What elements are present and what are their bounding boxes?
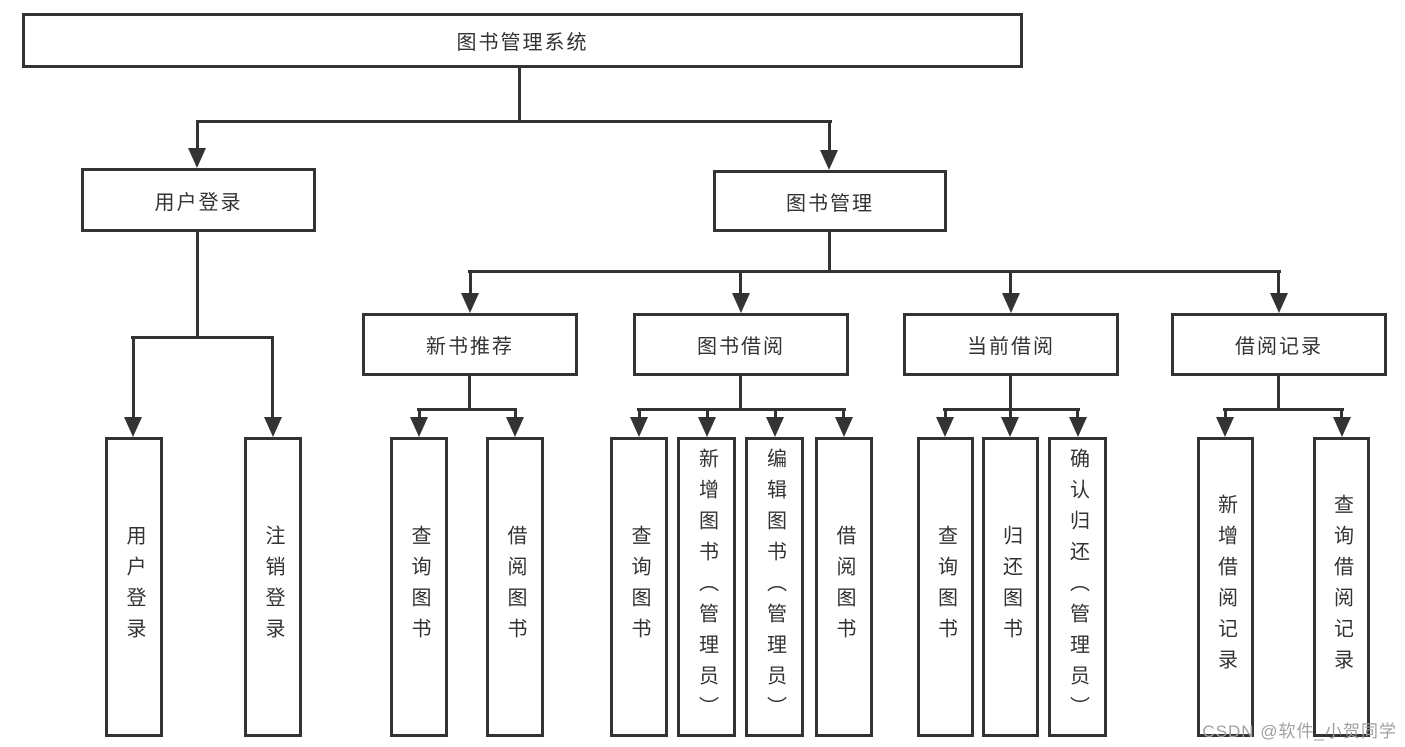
- connector-stub: [418, 408, 421, 417]
- connector-current-borrow-stem: [1009, 376, 1012, 411]
- connector-user-login-rail: [131, 336, 274, 339]
- connector-stub: [774, 408, 777, 417]
- connector-new-book-rail: [417, 408, 517, 411]
- connector-root-stem: [518, 68, 521, 121]
- arrow-down-icon: [506, 417, 524, 437]
- arrow-down-icon: [698, 417, 716, 437]
- node-current-borrowing: 当前借阅: [903, 313, 1119, 376]
- arrow-down-icon: [1001, 417, 1019, 437]
- arrow-down-icon: [936, 417, 954, 437]
- node-leaf-add-book-admin: 新增图书（管理员）: [677, 437, 736, 737]
- node-book-management: 图书管理: [713, 170, 947, 232]
- node-leaf-confirm-return-admin: 确认归还（管理员）: [1048, 437, 1107, 737]
- connector-stub: [1224, 408, 1227, 417]
- arrow-down-icon: [264, 417, 282, 437]
- connector-drop-book-management: [828, 120, 831, 150]
- connector-borrow-records-stem: [1277, 376, 1280, 411]
- node-leaf-query-books-borrowing: 查询图书: [610, 437, 668, 737]
- node-leaf-query-borrow-record: 查询借阅记录: [1313, 437, 1370, 737]
- arrow-down-icon: [1002, 293, 1020, 313]
- node-leaf-add-borrow-record: 新增借阅记录: [1197, 437, 1254, 737]
- connector-new-book-stem: [468, 376, 471, 411]
- arrow-down-icon: [820, 150, 838, 170]
- node-borrowing-records: 借阅记录: [1171, 313, 1387, 376]
- arrow-down-icon: [630, 417, 648, 437]
- connector-user-login-stem: [196, 232, 199, 339]
- connector-drop-book-borrow: [739, 270, 742, 293]
- node-leaf-query-books-recommend: 查询图书: [390, 437, 448, 737]
- connector-borrow-records-rail: [1223, 408, 1344, 411]
- arrow-down-icon: [461, 293, 479, 313]
- connector-drop-logout-leaf: [271, 336, 274, 417]
- connector-drop-new-book: [469, 270, 472, 293]
- node-user-login: 用户登录: [81, 168, 316, 232]
- connector-book-borrow-stem: [739, 376, 742, 411]
- connector-drop-borrow-records: [1277, 270, 1280, 293]
- connector-drop-login-leaf: [132, 336, 135, 417]
- connector-book-borrow-rail: [637, 408, 846, 411]
- watermark-text: CSDN @软件_小贺同学: [1202, 722, 1397, 741]
- node-leaf-logout: 注销登录: [244, 437, 302, 737]
- node-leaf-user-login: 用户登录: [105, 437, 163, 737]
- node-new-book-recommendation: 新书推荐: [362, 313, 578, 376]
- connector-root-rail: [196, 120, 832, 123]
- connector-stub: [1340, 408, 1343, 417]
- node-leaf-return-books: 归还图书: [982, 437, 1039, 737]
- arrow-down-icon: [1216, 417, 1234, 437]
- node-leaf-borrow-books-recommend: 借阅图书: [486, 437, 544, 737]
- connector-book-management-stem: [828, 232, 831, 273]
- connector-stub: [1009, 408, 1012, 417]
- node-root-library-management-system: 图书管理系统: [22, 13, 1023, 68]
- connector-stub: [706, 408, 709, 417]
- connector-stub: [638, 408, 641, 417]
- connector-stub: [514, 408, 517, 417]
- arrow-down-icon: [732, 293, 750, 313]
- arrow-down-icon: [766, 417, 784, 437]
- connector-book-management-rail: [468, 270, 1281, 273]
- arrow-down-icon: [188, 148, 206, 168]
- node-leaf-edit-book-admin: 编辑图书（管理员）: [745, 437, 804, 737]
- connector-drop-user-login: [196, 120, 199, 148]
- arrow-down-icon: [835, 417, 853, 437]
- arrow-down-icon: [1069, 417, 1087, 437]
- connector-stub: [944, 408, 947, 417]
- connector-drop-current-borrow: [1009, 270, 1012, 293]
- connector-stub: [842, 408, 845, 417]
- arrow-down-icon: [1270, 293, 1288, 313]
- arrow-down-icon: [410, 417, 428, 437]
- node-leaf-borrow-books: 借阅图书: [815, 437, 873, 737]
- arrow-down-icon: [124, 417, 142, 437]
- node-book-borrowing: 图书借阅: [633, 313, 849, 376]
- arrow-down-icon: [1333, 417, 1351, 437]
- connector-stub: [1076, 408, 1079, 417]
- node-leaf-query-books-current: 查询图书: [917, 437, 974, 737]
